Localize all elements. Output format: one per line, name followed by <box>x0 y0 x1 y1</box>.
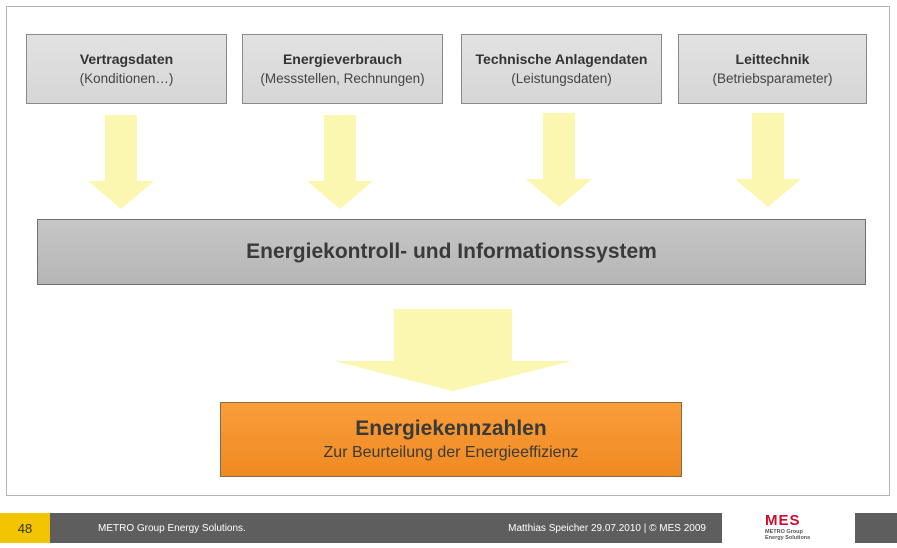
result-title: Energiekennzahlen <box>355 416 547 440</box>
logo-text: MES <box>765 512 801 529</box>
result-box: Energiekennzahlen Zur Beurteilung der En… <box>220 402 682 477</box>
source-box-vertragsdaten: Vertragsdaten (Konditionen…) <box>26 34 227 104</box>
source-subtitle: (Leistungsdaten) <box>511 71 612 86</box>
footer-company: METRO Group Energy Solutions. <box>98 523 246 534</box>
source-subtitle: (Konditionen…) <box>79 71 174 86</box>
down-arrow-icon <box>735 113 801 207</box>
system-label: Energiekontroll- und Informationssystem <box>246 240 657 263</box>
source-title: Leittechnik <box>735 51 810 67</box>
source-box-technische-anlagendaten: Technische Anlagendaten (Leistungsdaten) <box>461 34 662 104</box>
source-title: Energieverbrauch <box>282 51 403 67</box>
down-arrow-icon <box>526 113 592 207</box>
source-box-energieverbrauch: Energieverbrauch (Messstellen, Rechnunge… <box>242 34 443 104</box>
system-box: Energiekontroll- und Informationssystem <box>37 219 866 285</box>
logo-subtext: METRO Group <box>765 529 803 535</box>
source-title: Technische Anlagendaten <box>475 51 648 67</box>
source-subtitle: (Messstellen, Rechnungen) <box>260 71 425 86</box>
mes-logo: MES METRO Group Energy Solutions <box>765 513 825 543</box>
source-box-leittechnik: Leittechnik (Betriebsparameter) <box>678 34 867 104</box>
footer: 48 METRO Group Energy Solutions. Matthia… <box>0 513 897 543</box>
logo-subtext: Energy Solutions <box>765 535 811 541</box>
footer-author-date: Matthias Speicher 29.07.2010 | © MES 200… <box>508 523 706 534</box>
result-subtitle: Zur Beurteilung der Energieeffizienz <box>323 443 579 461</box>
footer-right-block <box>855 513 897 543</box>
source-title: Vertragsdaten <box>79 51 174 67</box>
down-arrow-icon <box>88 115 154 209</box>
page-number: 48 <box>0 513 50 543</box>
large-down-arrow-icon <box>334 309 572 391</box>
down-arrow-icon <box>307 115 373 209</box>
source-subtitle: (Betriebsparameter) <box>712 71 833 86</box>
footer-bar: METRO Group Energy Solutions. Matthias S… <box>50 513 722 543</box>
